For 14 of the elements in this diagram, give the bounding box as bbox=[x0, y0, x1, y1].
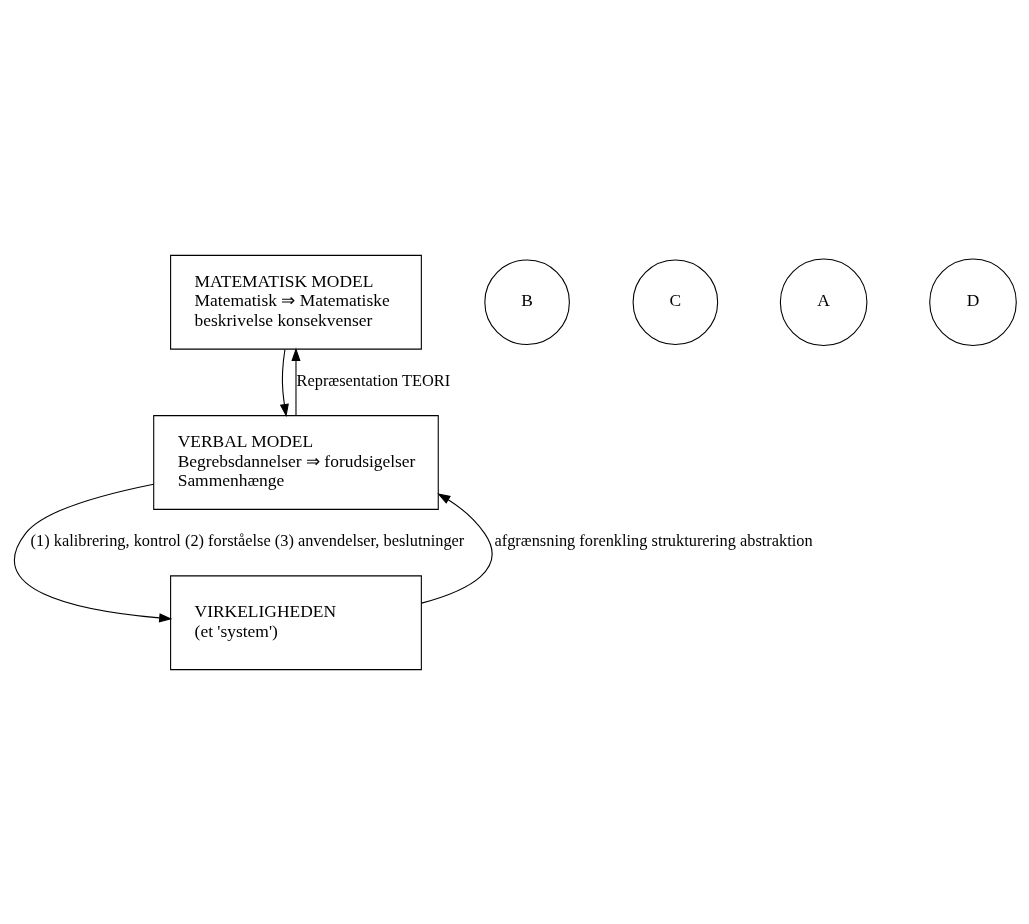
node-circle: C bbox=[632, 258, 718, 345]
node-circle: D bbox=[928, 257, 1017, 346]
edge-label: (1) kalibrering, kontrol (2) forståelse (3) anvendelser, beslutninger bbox=[30, 530, 464, 550]
arrow bbox=[13, 483, 172, 622]
arrow bbox=[290, 347, 301, 416]
arrow bbox=[279, 348, 289, 417]
arrow bbox=[420, 492, 492, 604]
edge-label: afgrænsning forenkling strukturering abstraktion bbox=[493, 530, 813, 550]
node-circle: B bbox=[483, 258, 570, 345]
node-circle: A bbox=[779, 257, 867, 346]
node-box: MATEMATISK MODEL Matematisk ⇒ Matematiske beskrivelse konsekvenser bbox=[169, 254, 422, 350]
node-box: VIRKELIGHEDEN (et 'system') bbox=[169, 574, 422, 670]
node-box: VERBAL MODEL Begrebsdannelser ⇒ forudsigelser Sammenhænge bbox=[152, 414, 439, 510]
edge-label: Repræsentation TEORI bbox=[296, 370, 450, 390]
